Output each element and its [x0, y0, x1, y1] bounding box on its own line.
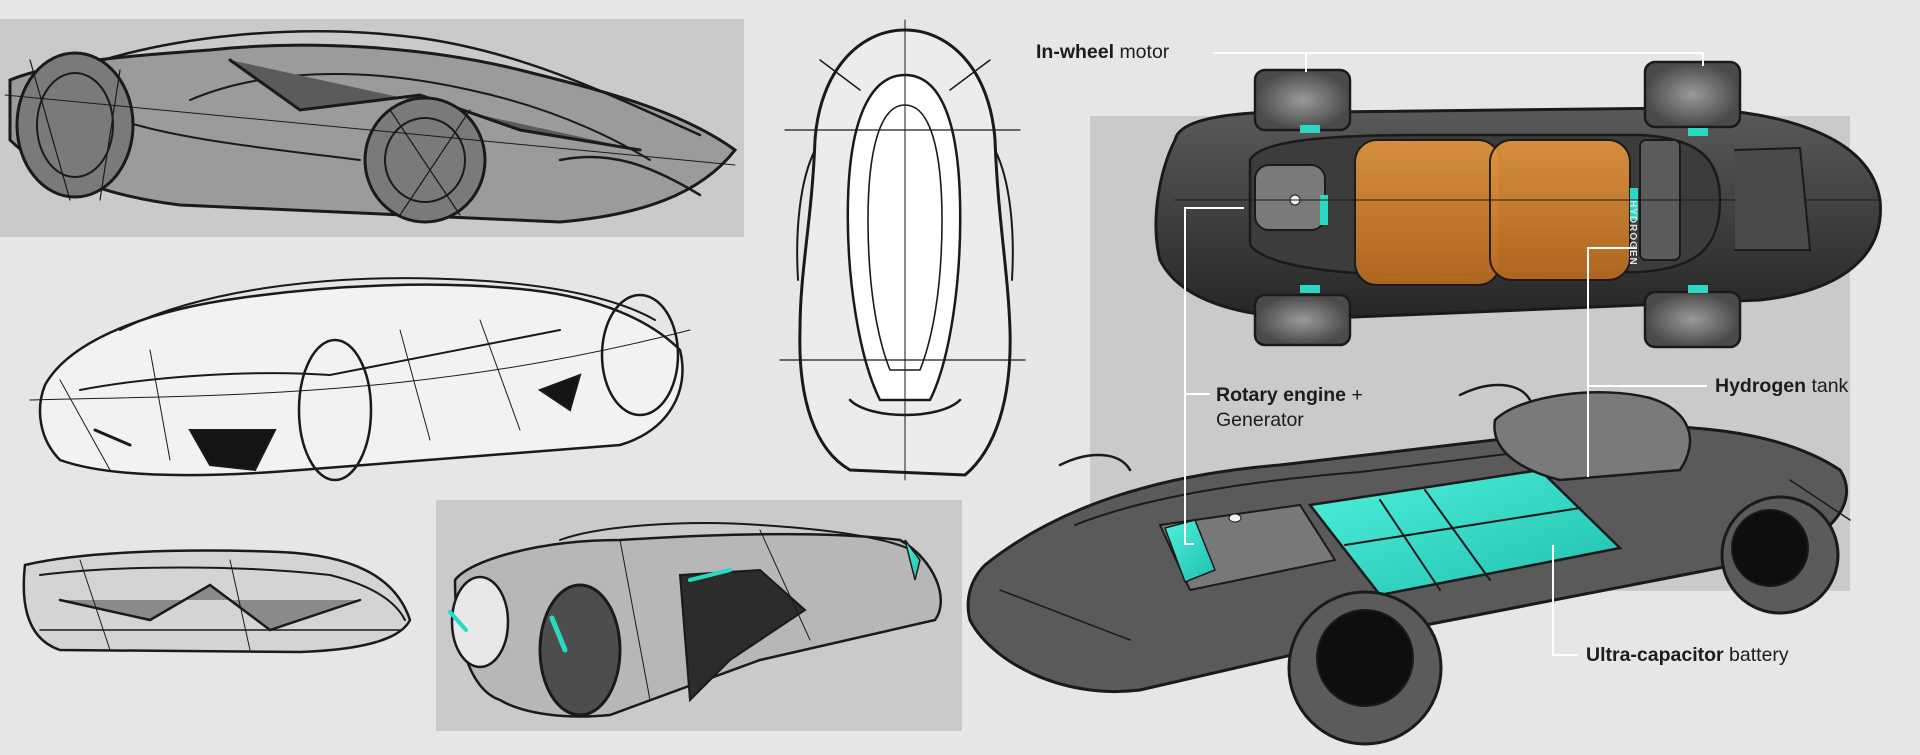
label-hydrogen-tank: Hydrogen tank — [1715, 374, 1848, 399]
sketch-cutaway-top — [1154, 60, 1882, 349]
leader-in-wheel-h — [1213, 52, 1703, 54]
label-ultracap-regular: battery — [1729, 644, 1789, 666]
label-ultra-capacitor: Ultra-capacitor battery — [1586, 643, 1789, 668]
sketch-rear-three-quarter — [448, 522, 943, 718]
leader-rotary-v — [1184, 207, 1186, 544]
label-rotary-line2: Generator — [1216, 409, 1304, 431]
leader-hydrogen-v — [1587, 247, 1589, 477]
leader-in-wheel-v1 — [1305, 52, 1307, 72]
leader-rotary-bottom — [1184, 543, 1194, 545]
label-hydrogen-bold: Hydrogen — [1715, 375, 1807, 397]
label-rotary-engine: Rotary engine + Generator — [1216, 383, 1363, 433]
leader-in-wheel-v2 — [1702, 52, 1704, 66]
leader-rotary-top — [1184, 207, 1244, 209]
sketch-rear-low — [22, 549, 412, 654]
leader-ultracap-v — [1552, 545, 1554, 655]
sketch-chassis-iso — [966, 383, 1851, 746]
sketch-side-profile — [4, 30, 738, 224]
sketch-top-view — [779, 19, 1026, 481]
label-in-wheel-motor: In-wheel motor — [1036, 40, 1169, 65]
leader-ultracap-h — [1552, 654, 1578, 656]
label-ultracap-bold: Ultra-capacitor — [1586, 644, 1724, 666]
leader-rotary-label — [1184, 393, 1210, 395]
sketch-three-quarter-front — [29, 277, 691, 482]
leader-hydrogen-top — [1587, 247, 1637, 249]
label-rotary-bold: Rotary engine — [1216, 384, 1347, 406]
hydrogen-badge: HYDROGEN — [1627, 200, 1638, 266]
label-in-wheel-bold: In-wheel — [1036, 41, 1115, 63]
leader-hydrogen-h — [1587, 385, 1707, 387]
label-in-wheel-regular: motor — [1119, 41, 1170, 63]
label-rotary-plus: + — [1351, 384, 1363, 406]
label-hydrogen-regular: tank — [1811, 375, 1849, 397]
